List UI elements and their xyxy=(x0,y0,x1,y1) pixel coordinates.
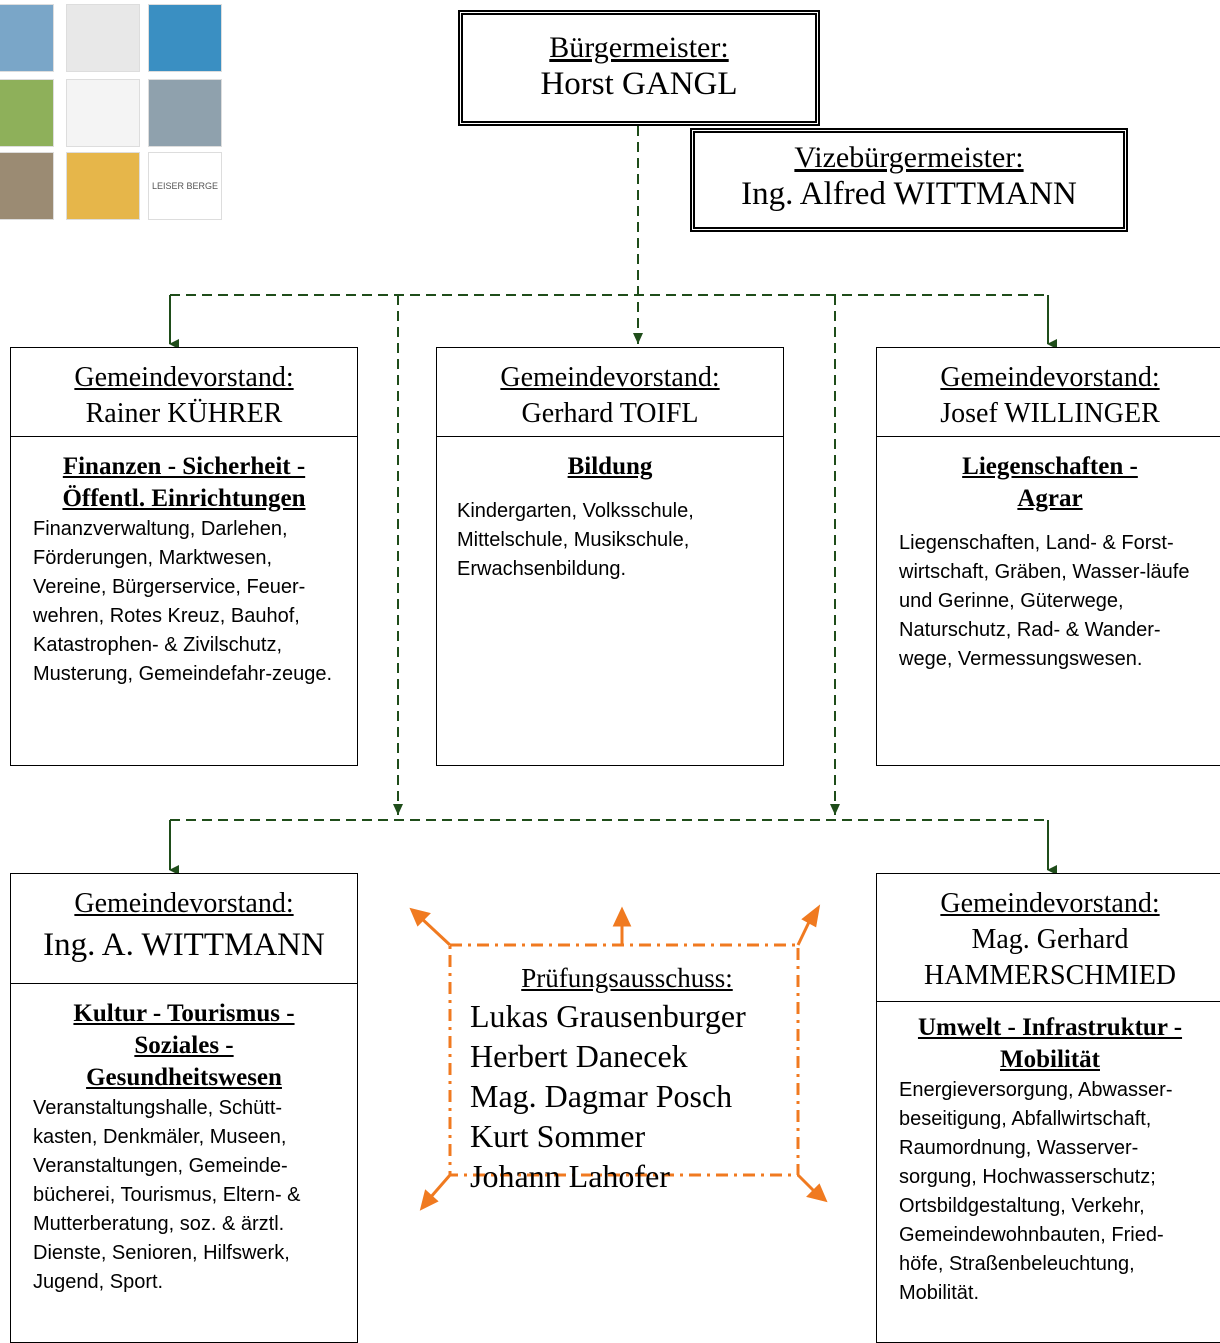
audit-arrowhead-top-right xyxy=(801,904,821,928)
board-name: Gerhard TOIFL xyxy=(521,398,699,429)
lookout-tower-photo xyxy=(0,4,54,72)
leiser-berge-logo: LEISER BERGE xyxy=(148,152,222,220)
mayor-box: Bürgermeister: Horst GANGL xyxy=(458,10,820,126)
vice-mayor-box: Vizebürgermeister: Ing. Alfred WITTMANN xyxy=(690,128,1128,232)
board-role: Gemeindevorstand: xyxy=(500,362,720,393)
audit-arrowhead-top xyxy=(612,906,632,927)
vice-mayor-role: Vizebürgermeister: xyxy=(794,141,1024,174)
board-name: Josef WILLINGER xyxy=(940,398,1160,429)
audit-arrowhead-top-left xyxy=(409,907,431,927)
arrowhead-to-toifl xyxy=(633,333,643,344)
board-role: Gemeindevorstand: xyxy=(74,888,294,919)
board-header: Gemeindevorstand: Ing. A. WITTMANN xyxy=(11,874,357,984)
board-description: Finanzverwaltung, Darlehen, Förderungen,… xyxy=(33,518,333,685)
board-role: Gemeindevorstand: xyxy=(74,362,294,393)
board-name: Rainer KÜHRER xyxy=(85,398,283,429)
board-description: Energieversorgung, Abwasser-beseitigung,… xyxy=(899,1079,1173,1304)
audit-box-border xyxy=(448,943,800,1177)
board-title: Umwelt - Infrastruktur - Mobilität xyxy=(917,1014,1183,1073)
village-map-icon xyxy=(66,152,140,220)
board-role: Gemeindevorstand: xyxy=(940,888,1160,919)
audit-title: Prüfungsausschuss: xyxy=(521,963,733,993)
board-description: Veranstaltungshalle, Schütt-kasten, Denk… xyxy=(33,1097,301,1293)
oko-game-board-icon xyxy=(66,4,140,72)
meadow-family-photo xyxy=(0,79,54,147)
steam-locomotive-photo xyxy=(148,79,222,147)
vice-mayor-name: Ing. Alfred WITTMANN xyxy=(741,176,1077,212)
audit-arrow-top-right xyxy=(796,919,812,946)
municipal-coat-of-arms-icon xyxy=(66,79,140,147)
board-title: Bildung xyxy=(567,453,653,480)
board-name: Ing. A. WITTMANN xyxy=(43,927,325,963)
audit-member: Mag. Dagmar Posch xyxy=(470,1078,733,1114)
audit-arrow-bottom-left xyxy=(428,1174,452,1199)
audit-member: Johann Lahofer xyxy=(470,1158,670,1194)
mayor-role: Bürgermeister: xyxy=(549,31,729,64)
board-card-toifl: Gemeindevorstand: Gerhard TOIFL Bildung … xyxy=(436,347,784,766)
audit-arrow-top-left xyxy=(418,915,452,947)
arrowhead-left-lower xyxy=(393,804,403,815)
board-header: Gemeindevorstand: Josef WILLINGER xyxy=(877,348,1220,437)
audit-arrow-bottom-right xyxy=(796,1173,817,1194)
water-splash-photo xyxy=(148,4,222,72)
board-card-hammerschmied: Gemeindevorstand: Mag. Gerhard HAMMERSCH… xyxy=(876,873,1220,1343)
old-building-photo xyxy=(0,152,54,220)
audit-arrowhead-bottom-right xyxy=(806,1183,828,1203)
arrowhead-right-lower xyxy=(830,804,840,815)
audit-member: Herbert Danecek xyxy=(470,1038,688,1074)
board-header: Gemeindevorstand: Gerhard TOIFL xyxy=(437,348,783,437)
board-card-wittmann: Gemeindevorstand: Ing. A. WITTMANN Kultu… xyxy=(10,873,358,1343)
board-description: Kindergarten, Volksschule, Mittelschule,… xyxy=(457,500,694,580)
mayor-name: Horst GANGL xyxy=(540,66,738,102)
board-card-willinger: Gemeindevorstand: Josef WILLINGER Liegen… xyxy=(876,347,1220,766)
audit-member: Lukas Grausenburger xyxy=(470,998,746,1034)
board-title: Kultur - Tourismus - Soziales - Gesundhe… xyxy=(73,1000,295,1091)
board-title: Finanzen - Sicherheit - Öffentl. Einrich… xyxy=(62,453,306,512)
board-header: Gemeindevorstand: Mag. Gerhard HAMMERSCH… xyxy=(877,874,1220,1002)
board-role: Gemeindevorstand: xyxy=(940,362,1160,393)
board-card-kuehrer: Gemeindevorstand: Rainer KÜHRER Finanzen… xyxy=(10,347,358,766)
board-description: Liegenschaften, Land- & Forst-wirtschaft… xyxy=(899,532,1190,670)
board-name: Mag. Gerhard HAMMERSCHMIED xyxy=(923,924,1177,991)
audit-arrowhead-bottom-left xyxy=(419,1189,439,1211)
audit-member: Kurt Sommer xyxy=(470,1118,646,1154)
board-title: Liegenschaften - Agrar xyxy=(962,453,1138,512)
board-header: Gemeindevorstand: Rainer KÜHRER xyxy=(11,348,357,437)
